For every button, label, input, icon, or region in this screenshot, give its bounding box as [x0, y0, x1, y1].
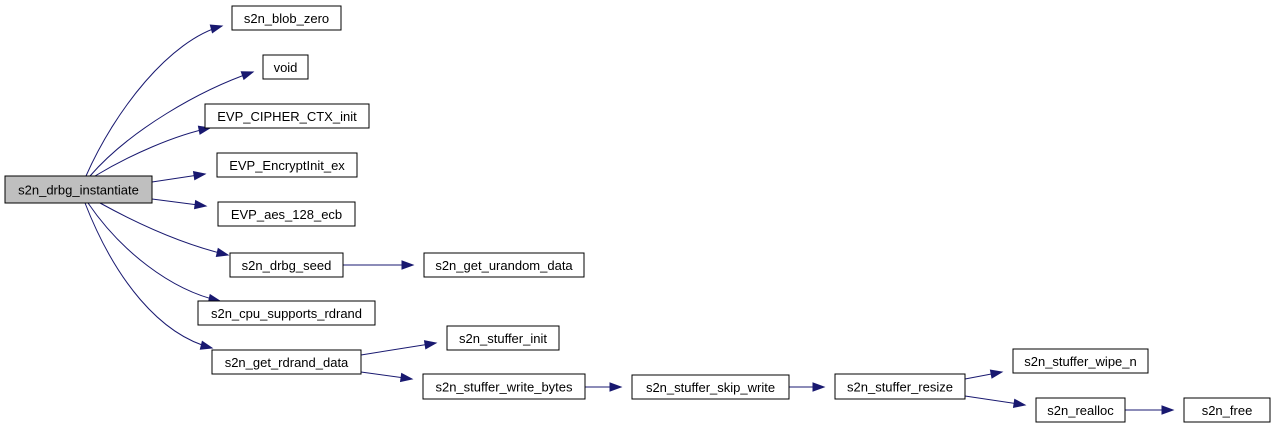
arrowhead-icon	[215, 247, 230, 257]
node-s2n-cpu-supports-rdrand[interactable]: s2n_cpu_supports_rdrand	[197, 300, 376, 326]
arrowhead-icon	[209, 24, 224, 34]
edge-n8-n10	[360, 340, 438, 356]
edge-n0-n8	[84, 202, 214, 350]
node-label: s2n_drbg_instantiate	[18, 183, 139, 198]
node-s2n-stuffer-write-bytes[interactable]: s2n_stuffer_write_bytes	[422, 373, 586, 400]
node-label: s2n_stuffer_init	[459, 331, 547, 346]
edge-line	[360, 342, 437, 356]
node-label: void	[274, 60, 298, 75]
node-evp-encryptinit-ex[interactable]: EVP_EncryptInit_ex	[216, 152, 358, 178]
edge-n0-n3	[94, 125, 212, 177]
node-box	[204, 103, 370, 129]
edge-n15-n16	[1125, 405, 1175, 415]
arrowhead-icon	[240, 71, 255, 81]
arrowhead-icon	[1161, 405, 1175, 415]
edge-n0-n5	[151, 198, 208, 210]
node-label: s2n_free	[1202, 403, 1253, 418]
edge-n8-n11	[360, 371, 414, 383]
edge-n13-n14	[964, 369, 1004, 380]
node-evp-aes-128-ecb[interactable]: EVP_aes_128_ecb	[217, 201, 356, 227]
node-box	[216, 152, 358, 178]
arrowhead-icon	[399, 372, 414, 383]
edge-n0-n6	[99, 202, 230, 257]
edge-line	[89, 71, 254, 177]
node-s2n-free[interactable]: s2n_free	[1183, 397, 1271, 423]
node-box	[229, 252, 344, 278]
node-s2n-realloc[interactable]: s2n_realloc	[1035, 397, 1126, 423]
node-label: s2n_stuffer_skip_write	[646, 380, 775, 395]
node-box	[834, 373, 966, 400]
arrowhead-icon	[192, 171, 207, 181]
node-label: EVP_CIPHER_CTX_init	[217, 109, 357, 124]
arrowhead-icon	[989, 369, 1004, 379]
edge-n0-n1	[85, 24, 224, 177]
node-evp-cipher-ctx-init[interactable]: EVP_CIPHER_CTX_init	[204, 103, 370, 129]
node-box	[231, 5, 342, 31]
node-label: s2n_stuffer_write_bytes	[435, 380, 573, 395]
node-box	[1012, 348, 1149, 374]
node-box	[423, 252, 585, 278]
arrowhead-icon	[199, 340, 214, 350]
edge-line	[87, 202, 221, 302]
node-s2n-stuffer-init[interactable]: s2n_stuffer_init	[446, 325, 560, 351]
node-s2n-stuffer-wipe-n[interactable]: s2n_stuffer_wipe_n	[1012, 348, 1149, 374]
edge-line	[85, 25, 223, 177]
edge-line	[94, 127, 211, 177]
node-void[interactable]: void	[262, 54, 309, 80]
node-s2n-get-urandom-data[interactable]: s2n_get_urandom_data	[423, 252, 585, 278]
node-s2n-blob-zero[interactable]: s2n_blob_zero	[231, 5, 342, 31]
node-box	[262, 54, 309, 80]
call-graph-nodes: s2n_drbg_instantiate s2n_blob_zerovoidEVP…	[4, 5, 1271, 423]
edge-n0-n2	[89, 71, 255, 177]
arrowhead-icon	[193, 199, 208, 210]
edge-n6-n9	[343, 260, 415, 270]
call-graph-edges	[84, 24, 1175, 415]
node-box	[631, 374, 790, 400]
node-label: s2n_blob_zero	[244, 11, 329, 26]
edge-n13-n15	[964, 395, 1027, 408]
edge-n0-n4	[151, 171, 207, 183]
node-box	[4, 175, 153, 204]
arrowhead-icon	[812, 382, 826, 392]
node-s2n-stuffer-resize[interactable]: s2n_stuffer_resize	[834, 373, 966, 400]
edge-n11-n12	[585, 382, 623, 392]
edge-line	[99, 202, 229, 256]
node-label: s2n_get_urandom_data	[435, 258, 573, 273]
node-box	[446, 325, 560, 351]
arrowhead-icon	[1012, 398, 1027, 408]
node-label: EVP_aes_128_ecb	[231, 207, 342, 222]
node-label: s2n_stuffer_wipe_n	[1024, 354, 1137, 369]
node-label: s2n_realloc	[1047, 403, 1114, 418]
node-box	[1035, 397, 1126, 423]
node-box	[217, 201, 356, 227]
node-label: s2n_get_rdrand_data	[225, 355, 349, 370]
arrowhead-icon	[401, 260, 415, 270]
node-label: EVP_EncryptInit_ex	[229, 158, 345, 173]
node-box	[211, 349, 362, 375]
arrowhead-icon	[423, 340, 438, 350]
node-label: s2n_stuffer_resize	[847, 380, 953, 395]
node-s2n-get-rdrand-data[interactable]: s2n_get_rdrand_data	[211, 349, 362, 375]
node-s2n-stuffer-skip-write[interactable]: s2n_stuffer_skip_write	[631, 374, 790, 400]
edge-n12-n13	[789, 382, 826, 392]
node-box	[197, 300, 376, 326]
edge-line	[84, 202, 213, 349]
node-s2n-drbg-seed[interactable]: s2n_drbg_seed	[229, 252, 344, 278]
node-label: s2n_drbg_seed	[242, 258, 332, 273]
node-label: s2n_cpu_supports_rdrand	[211, 306, 362, 321]
arrowhead-icon	[609, 382, 623, 392]
node-box	[422, 373, 586, 400]
node-box	[1183, 397, 1271, 423]
node-s2n-drbg-instantiate: s2n_drbg_instantiate	[4, 175, 153, 204]
